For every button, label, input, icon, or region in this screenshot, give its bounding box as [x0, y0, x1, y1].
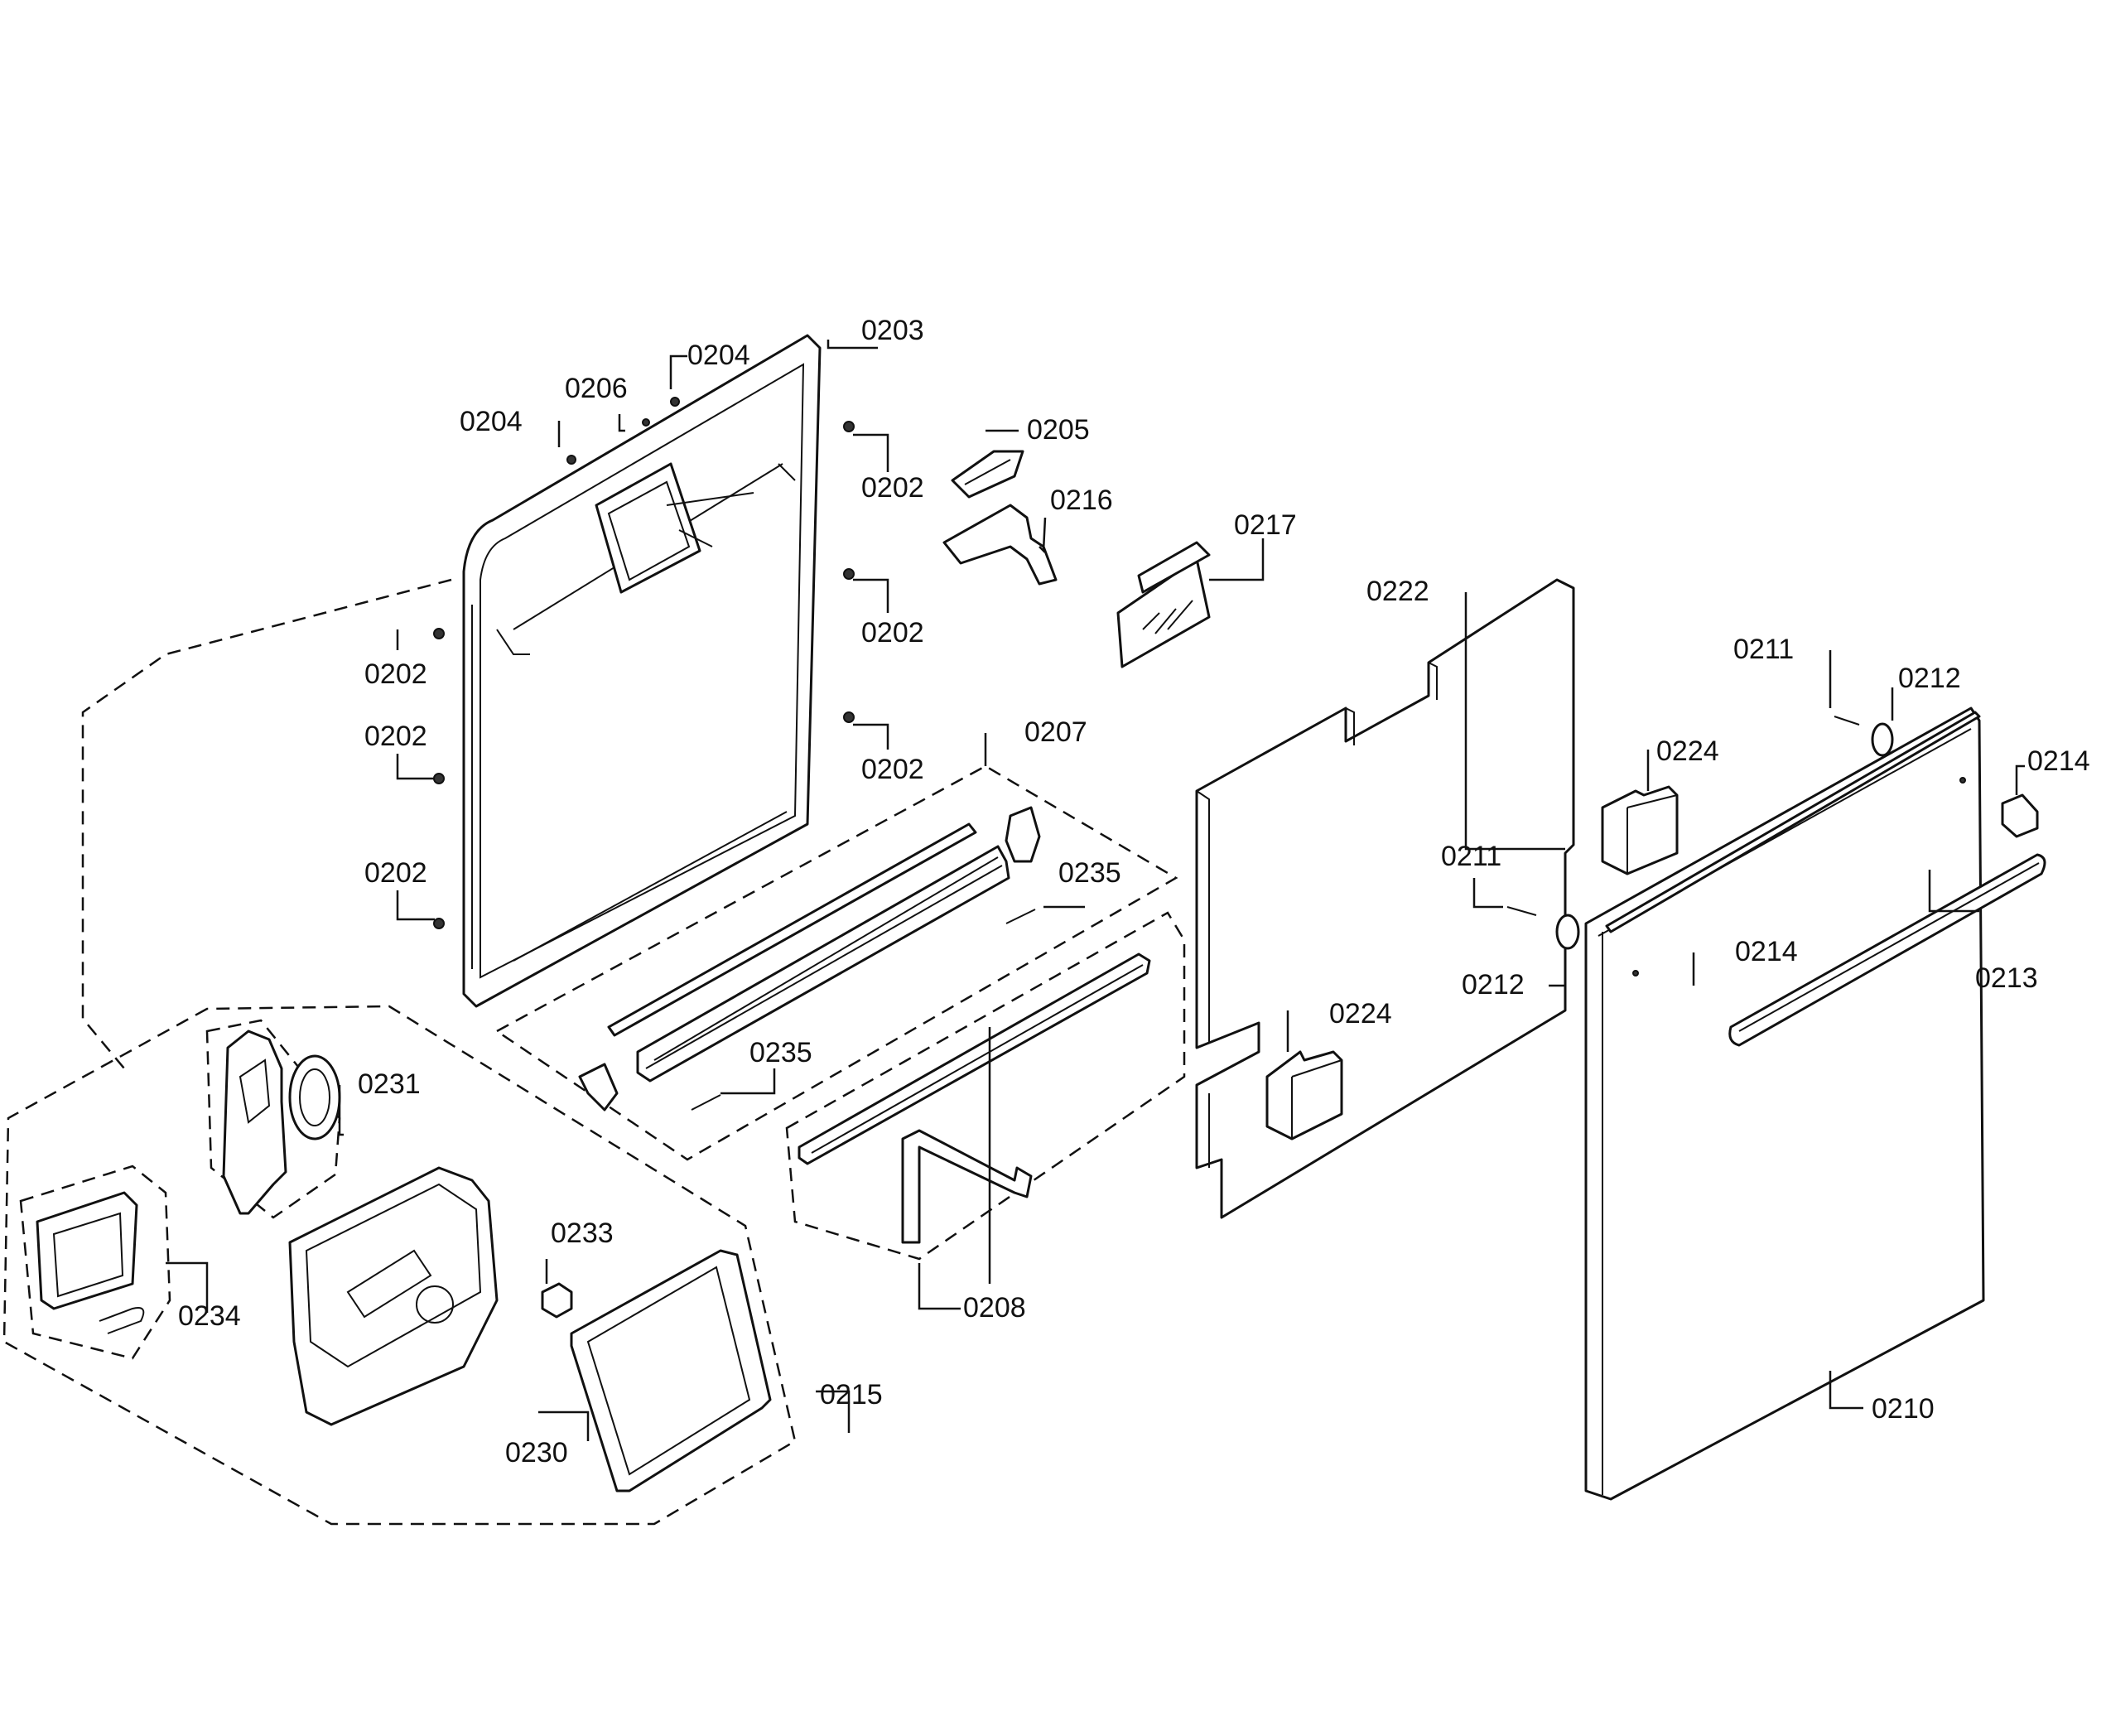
block-0224-b	[1601, 785, 1679, 875]
callout-0211-top: 0211	[1733, 634, 1794, 665]
callout-0214-left: 0214	[1735, 936, 1798, 967]
callout-0202-r2: 0202	[861, 617, 924, 649]
block-0224-a	[1265, 1050, 1343, 1140]
dispenser-bracket-0231	[222, 1030, 341, 1215]
callout-0210: 0210	[1872, 1393, 1935, 1425]
screw-icon	[566, 455, 576, 465]
callout-0202-r3: 0202	[861, 754, 924, 785]
callout-0230: 0230	[505, 1437, 568, 1468]
callout-0204-top: 0204	[687, 340, 750, 371]
callout-0208: 0208	[963, 1292, 1026, 1324]
screws-washers	[1506, 716, 1894, 950]
outer-door-panel-0210	[1584, 706, 1985, 1501]
vent-bracket-0217	[1116, 541, 1211, 668]
screw-icon	[1506, 906, 1537, 916]
screw-icon	[670, 397, 680, 407]
callout-0222: 0222	[1366, 576, 1429, 607]
callout-0224-bottom: 0224	[1329, 998, 1392, 1030]
callout-0203: 0203	[861, 315, 924, 346]
callout-0235-bottom: 0235	[749, 1037, 812, 1068]
callout-0207: 0207	[1024, 716, 1087, 748]
callout-0214-right: 0214	[2027, 745, 2090, 777]
callout-0202-l1: 0202	[364, 658, 427, 690]
callout-0204-left: 0204	[460, 406, 523, 437]
pin-icon	[1005, 909, 1036, 924]
callout-0224-top: 0224	[1656, 735, 1719, 767]
screw-icon	[843, 568, 855, 580]
callout-0231: 0231	[358, 1068, 421, 1100]
screw-icon	[1834, 716, 1860, 726]
screws	[433, 397, 855, 929]
callout-labels: 0203 0204 0206 0204 0202 0202 0202 0202 …	[178, 315, 2090, 1468]
tub-door-frame-0203	[462, 334, 822, 1008]
callout-0234: 0234	[178, 1300, 241, 1332]
callout-0215: 0215	[820, 1379, 883, 1410]
screw-icon	[433, 918, 445, 929]
screw-icon	[843, 711, 855, 723]
group-0208-outline	[785, 911, 1186, 1261]
callout-0211-mid: 0211	[1441, 841, 1501, 872]
callout-0202-r1: 0202	[861, 472, 924, 504]
screw-icon	[433, 773, 445, 784]
group-0234-outline	[19, 1165, 171, 1360]
callout-0212-mid: 0212	[1462, 969, 1525, 1001]
assembly-outlines	[2, 578, 1186, 1526]
handle-bar-0213	[1728, 853, 2046, 1047]
dispenser-body	[288, 1166, 499, 1426]
washer-icon	[1555, 914, 1580, 950]
detergent-cover-0234	[36, 1191, 145, 1334]
callout-0202-l2: 0202	[364, 721, 427, 752]
callout-0217: 0217	[1234, 509, 1297, 541]
callout-0212-top: 0212	[1898, 663, 1961, 694]
knob-0233	[541, 1282, 573, 1319]
pins-0235	[691, 909, 1036, 1111]
callout-0235-top: 0235	[1058, 857, 1121, 889]
rail-bracket-0208	[798, 952, 1151, 1244]
latch-part-0205	[951, 450, 1024, 499]
group-0215-outline	[2, 1005, 797, 1526]
insulation-panel-0222	[1195, 578, 1575, 1219]
callout-0206: 0206	[565, 373, 628, 404]
pin-icon	[691, 1094, 721, 1111]
callout-0233: 0233	[551, 1218, 614, 1249]
washer-icon	[1871, 722, 1894, 757]
rail-assembly-0207	[578, 806, 1041, 1112]
screw-icon	[843, 421, 855, 432]
hinge-arm-0216	[942, 504, 1058, 586]
callout-0213: 0213	[1975, 962, 2038, 994]
screw-icon	[433, 628, 445, 639]
group-0231-outline	[205, 1019, 341, 1219]
callout-0216: 0216	[1050, 485, 1113, 516]
callout-0202-l3: 0202	[364, 857, 427, 889]
leader-lines	[166, 340, 2025, 1441]
group-0207-outline	[494, 764, 1178, 1161]
gasket-frame-0230	[570, 1249, 772, 1492]
handle-cap-0214-b	[2001, 793, 2039, 838]
screw-icon	[642, 418, 650, 427]
guide-line-left	[81, 578, 452, 1069]
callout-0205: 0205	[1027, 414, 1090, 446]
